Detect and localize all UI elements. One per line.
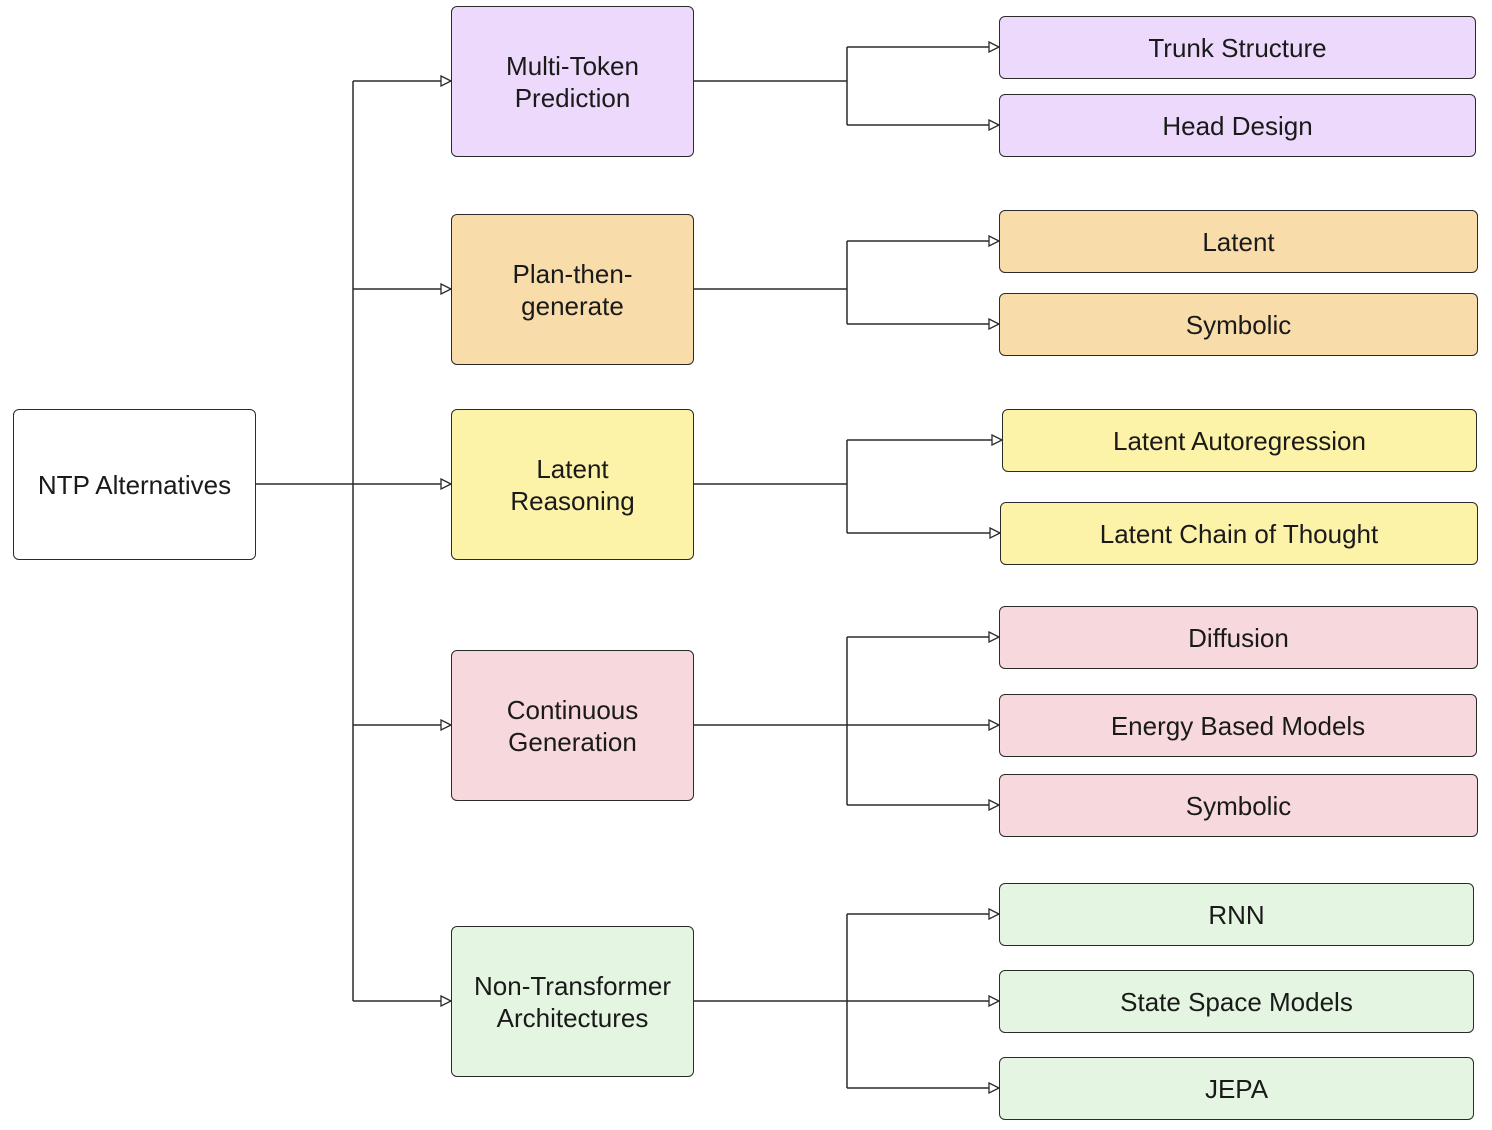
- category-continuous-generation: Continuous Generation: [451, 650, 694, 801]
- leaf-label: Head Design: [1162, 110, 1313, 141]
- leaf-label: Diffusion: [1188, 622, 1289, 653]
- leaf-latent-chain-of-thought: Latent Chain of Thought: [1000, 502, 1478, 565]
- leaf-energy-based-models: Energy Based Models: [999, 694, 1477, 757]
- leaf-label: RNN: [1208, 899, 1265, 930]
- root-node: NTP Alternatives: [13, 409, 256, 560]
- leaf-label: State Space Models: [1120, 986, 1353, 1017]
- leaf-rnn: RNN: [999, 883, 1474, 946]
- category-label-line: Latent: [536, 453, 609, 484]
- leaf-state-space-models: State Space Models: [999, 970, 1474, 1033]
- leaf-label: Latent Autoregression: [1113, 425, 1366, 456]
- leaf-label: Symbolic: [1185, 309, 1292, 340]
- category-label-line: Multi-Token: [506, 50, 639, 81]
- category-non-transformer-architectures: Non-Transformer Architectures: [451, 926, 694, 1077]
- category-label-line: Plan-then-: [512, 258, 633, 289]
- category-plan-then-generate: Plan-then- generate: [451, 214, 694, 365]
- category-label-line: Generation: [508, 726, 637, 757]
- leaf-symbolic-plan: Symbolic: [999, 293, 1478, 356]
- leaf-label: Energy Based Models: [1110, 710, 1366, 741]
- leaf-label: Latent Chain of Thought: [1099, 518, 1379, 549]
- root-label: NTP Alternatives: [37, 469, 232, 500]
- leaf-jepa: JEPA: [999, 1057, 1474, 1120]
- category-label-line: Non-Transformer: [474, 970, 671, 1001]
- leaf-latent: Latent: [999, 210, 1478, 273]
- leaf-label: JEPA: [1204, 1073, 1269, 1104]
- category-label-line: Architectures: [496, 1002, 649, 1033]
- category-label-line: Reasoning: [510, 485, 635, 516]
- leaf-trunk-structure: Trunk Structure: [999, 16, 1476, 79]
- category-label-line: Prediction: [514, 82, 631, 113]
- leaf-symbolic-continuous: Symbolic: [999, 774, 1478, 837]
- leaf-label: Symbolic: [1185, 790, 1292, 821]
- category-label-line: Continuous: [506, 694, 639, 725]
- category-multi-token-prediction: Multi-Token Prediction: [451, 6, 694, 157]
- leaf-diffusion: Diffusion: [999, 606, 1478, 669]
- leaf-latent-autoregression: Latent Autoregression: [1002, 409, 1477, 472]
- category-label-line: generate: [521, 290, 624, 321]
- leaf-label: Trunk Structure: [1148, 32, 1327, 63]
- leaf-label: Latent: [1202, 226, 1275, 257]
- leaf-head-design: Head Design: [999, 94, 1476, 157]
- category-latent-reasoning: Latent Reasoning: [451, 409, 694, 560]
